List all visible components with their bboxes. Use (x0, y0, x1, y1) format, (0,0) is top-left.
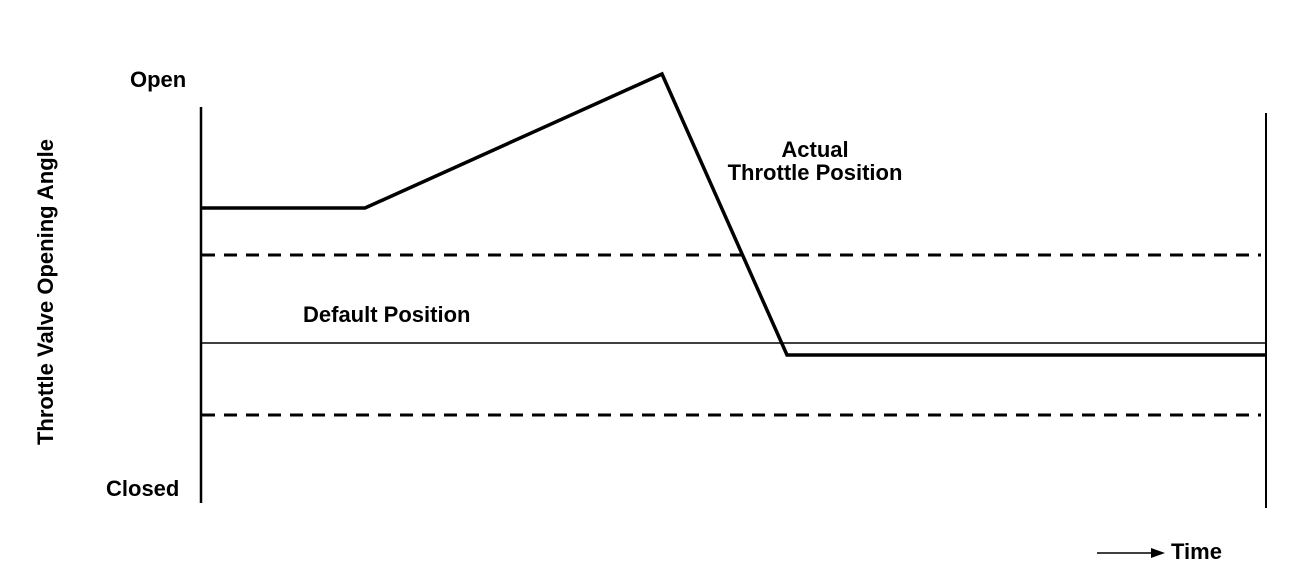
time-axis-label: Time (1171, 539, 1222, 564)
time-arrow-head-icon (1151, 548, 1165, 558)
actual-throttle-position-label: Actual Throttle Position (727, 137, 903, 185)
y-axis-open-label: Open (130, 67, 187, 92)
y-axis-closed-label: Closed (106, 476, 180, 501)
y-axis-title: Throttle Valve Opening Angle (33, 138, 58, 446)
default-position-label: Default Position (303, 302, 471, 327)
actual-throttle-position-line (201, 71, 1266, 357)
